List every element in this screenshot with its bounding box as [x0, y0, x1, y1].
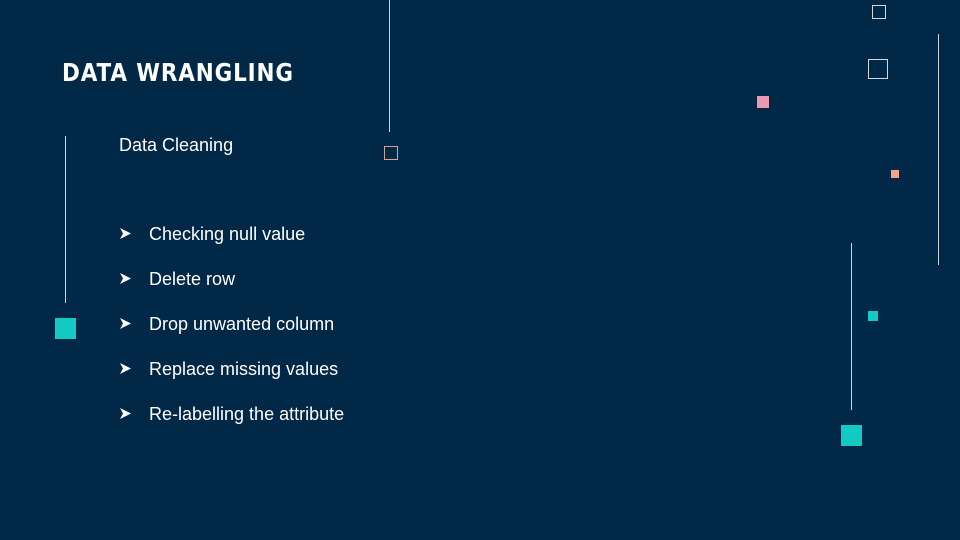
decor-square-salmon — [891, 170, 899, 178]
arrow-bullet-icon — [120, 408, 131, 419]
list-item-label: Checking null value — [149, 224, 306, 244]
decor-square-outline-top-right-large — [868, 59, 888, 79]
list-item-label: Drop unwanted column — [149, 314, 335, 334]
decor-square-pink — [757, 96, 769, 108]
decor-line-right-lower — [851, 243, 852, 410]
decor-line-right — [938, 34, 939, 265]
list-item-label: Delete row — [149, 269, 236, 289]
decor-line-left — [65, 136, 66, 303]
decor-line-top-center — [389, 0, 390, 132]
arrow-bullet-icon — [120, 273, 131, 284]
arrow-bullet-icon — [120, 318, 131, 329]
decor-square-teal-bottom-right — [841, 425, 862, 446]
arrow-bullet-icon — [120, 228, 131, 239]
decor-square-teal-small — [868, 311, 878, 321]
decor-square-teal-left — [55, 318, 76, 339]
arrow-bullet-icon — [120, 363, 131, 374]
decor-square-outline-center — [384, 146, 398, 160]
list-item-label: Replace missing values — [149, 359, 339, 379]
slide-title: DATA WRANGLING — [62, 58, 294, 87]
list-item-label: Re-labelling the attribute — [149, 404, 345, 424]
slide-subtitle: Data Cleaning — [119, 135, 234, 155]
decor-square-outline-top-right-small — [872, 5, 886, 19]
